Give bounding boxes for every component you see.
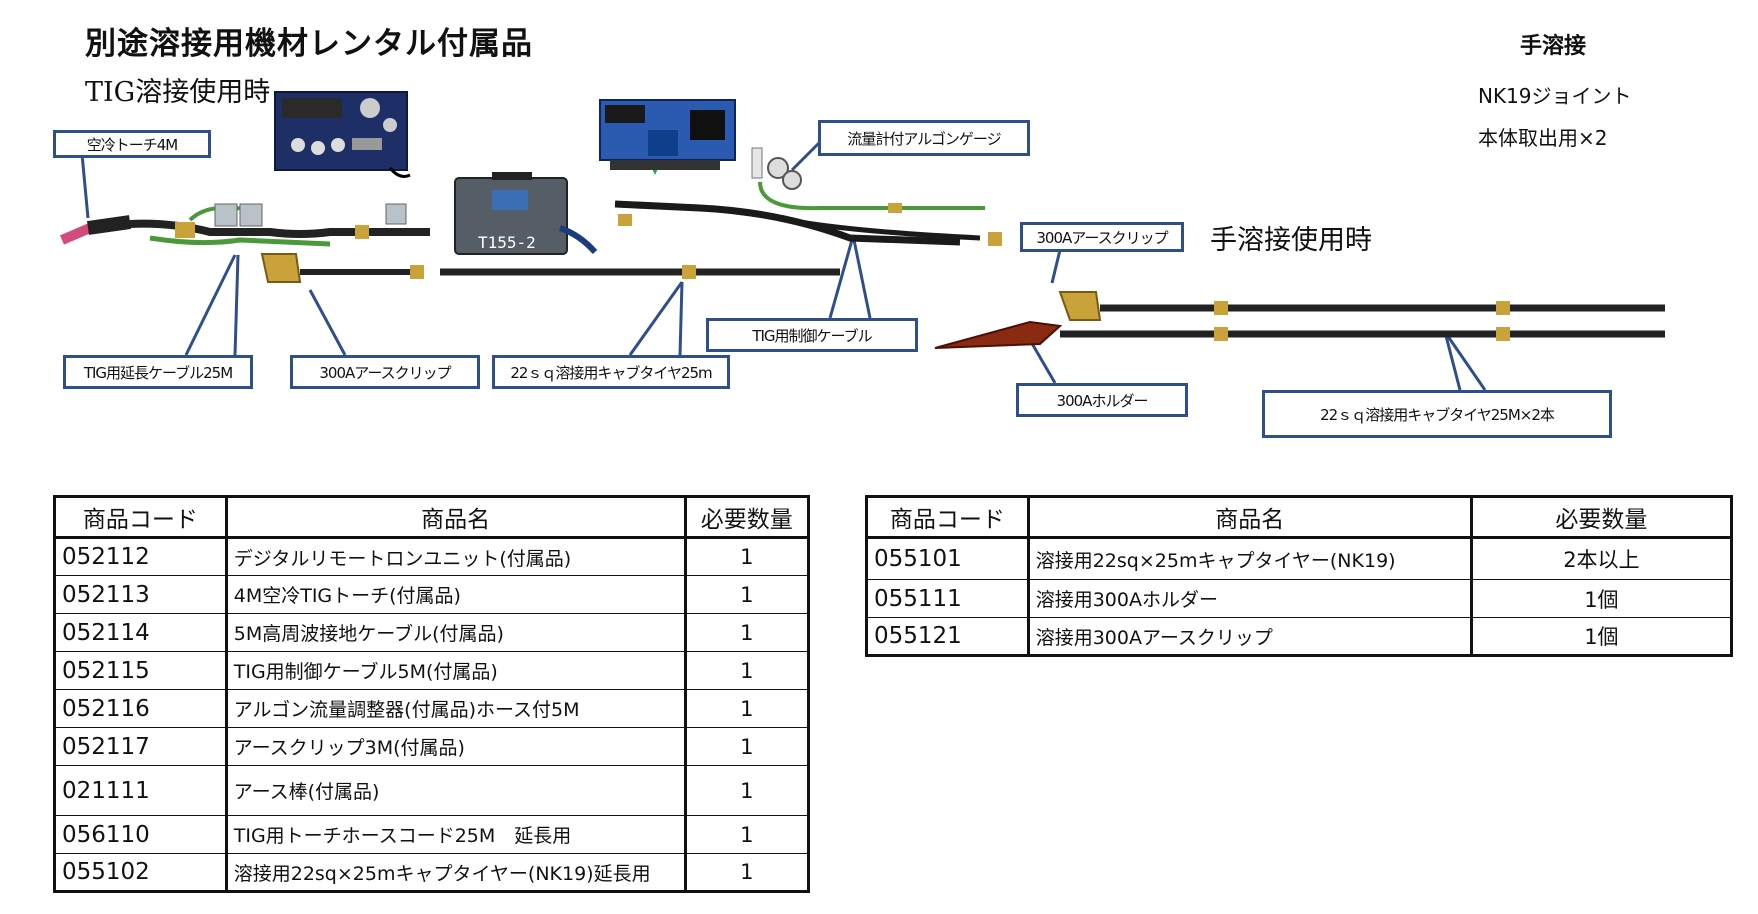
cell-qty: 1: [684, 853, 810, 892]
cell-name: 4M空冷TIGトーチ(付属品): [225, 575, 687, 614]
callout-cabtire-tig: 22ｓｑ溶接用キャブタイヤ25m: [492, 355, 730, 389]
callout-earth-clip-hand: 300Aアースクリップ: [1020, 222, 1184, 252]
tig-torch-assembly: [60, 203, 430, 247]
cell-qty: 1: [684, 575, 810, 614]
control-box: [599, 99, 736, 175]
cell-name: アルゴン流量調整器(付属品)ホース付5M: [225, 689, 687, 728]
cell-qty: 1個: [1470, 579, 1733, 618]
cell-name: 溶接用22sq×25mキャプタイヤー(NK19)延長用: [225, 853, 687, 892]
cell-qty: 1: [684, 651, 810, 690]
cell-name: 溶接用300Aホルダー: [1027, 579, 1473, 618]
hand-welding-heading: 手溶接: [1520, 34, 1587, 59]
cell-code: 052112: [54, 537, 228, 576]
table-header-row: 商品コード 商品名 必要数量: [54, 496, 810, 539]
machine-label: T155-2: [478, 233, 536, 252]
header-name: 商品名: [225, 496, 687, 539]
cell-code: 055111: [866, 579, 1030, 618]
tig-section-title: TIG溶接使用時: [85, 77, 271, 108]
cell-name: TIG用制御ケーブル5M(付属品): [225, 651, 687, 690]
outlet-note: 本体取出用×2: [1478, 126, 1608, 150]
cell-qty: 1: [684, 765, 810, 816]
welder-machine: T155-2: [454, 172, 598, 255]
page-title: 別途溶接用機材レンタル付属品: [85, 26, 533, 62]
callout-cabtire-hand: 22ｓｑ溶接用キャブタイヤ25M×2本: [1262, 390, 1612, 438]
cell-code: 056110: [54, 815, 228, 854]
leader-lines: [80, 138, 1487, 391]
cell-name: 溶接用22sq×25mキャプタイヤー(NK19): [1027, 537, 1473, 580]
cell-name: TIG用トーチホースコード25M 延長用: [225, 815, 687, 854]
cell-qty: 1: [684, 815, 810, 854]
callout-tig-extension-cable: TIG用延長ケーブル25M: [63, 355, 253, 389]
hand-welding-set: [934, 291, 1665, 349]
cell-qty: 1個: [1470, 617, 1733, 656]
joint-note: NK19ジョイント: [1478, 84, 1632, 108]
cell-code: 052113: [54, 575, 228, 614]
callout-earth-clip-tig: 300Aアースクリップ: [290, 355, 480, 389]
cell-code: 055102: [54, 853, 228, 892]
cell-code: 052115: [54, 651, 228, 690]
tig-earth-cable: [260, 253, 840, 283]
header-qty: 必要数量: [1470, 496, 1733, 539]
header-qty: 必要数量: [684, 496, 810, 539]
header-code: 商品コード: [54, 496, 228, 539]
cell-code: 055101: [866, 537, 1030, 580]
cell-code: 021111: [54, 765, 228, 816]
cell-name: アース棒(付属品): [225, 765, 687, 816]
hand-section-title: 手溶接使用時: [1210, 225, 1372, 256]
callout-flow-gauge: 流量計付アルゴンゲージ: [818, 120, 1030, 156]
cell-qty: 1: [684, 727, 810, 766]
argon-gauge: [751, 147, 985, 213]
cell-code: 052114: [54, 613, 228, 652]
table-header-row: 商品コード 商品名 必要数量: [866, 496, 1733, 539]
callout-holder: 300Aホルダー: [1016, 383, 1188, 417]
header-code: 商品コード: [866, 496, 1030, 539]
cell-name: アースクリップ3M(付属品): [225, 727, 687, 766]
cell-code: 055121: [866, 617, 1030, 656]
cell-qty: 1: [684, 537, 810, 576]
cell-qty: 1: [684, 689, 810, 728]
cell-name: 溶接用300Aアースクリップ: [1027, 617, 1473, 656]
control-cable: [614, 200, 1002, 246]
cell-qty: 1: [684, 613, 810, 652]
cell-code: 052117: [54, 727, 228, 766]
cell-name: 5M高周波接地ケーブル(付属品): [225, 613, 687, 652]
callout-tig-control-cable: TIG用制御ケーブル: [706, 318, 918, 352]
header-name: 商品名: [1027, 496, 1473, 539]
callout-air-torch: 空冷トーチ4M: [53, 130, 211, 158]
cell-qty: 2本以上: [1470, 537, 1733, 580]
cell-code: 052116: [54, 689, 228, 728]
remote-unit: [274, 91, 411, 178]
cell-name: デジタルリモートロンユニット(付属品): [225, 537, 687, 576]
